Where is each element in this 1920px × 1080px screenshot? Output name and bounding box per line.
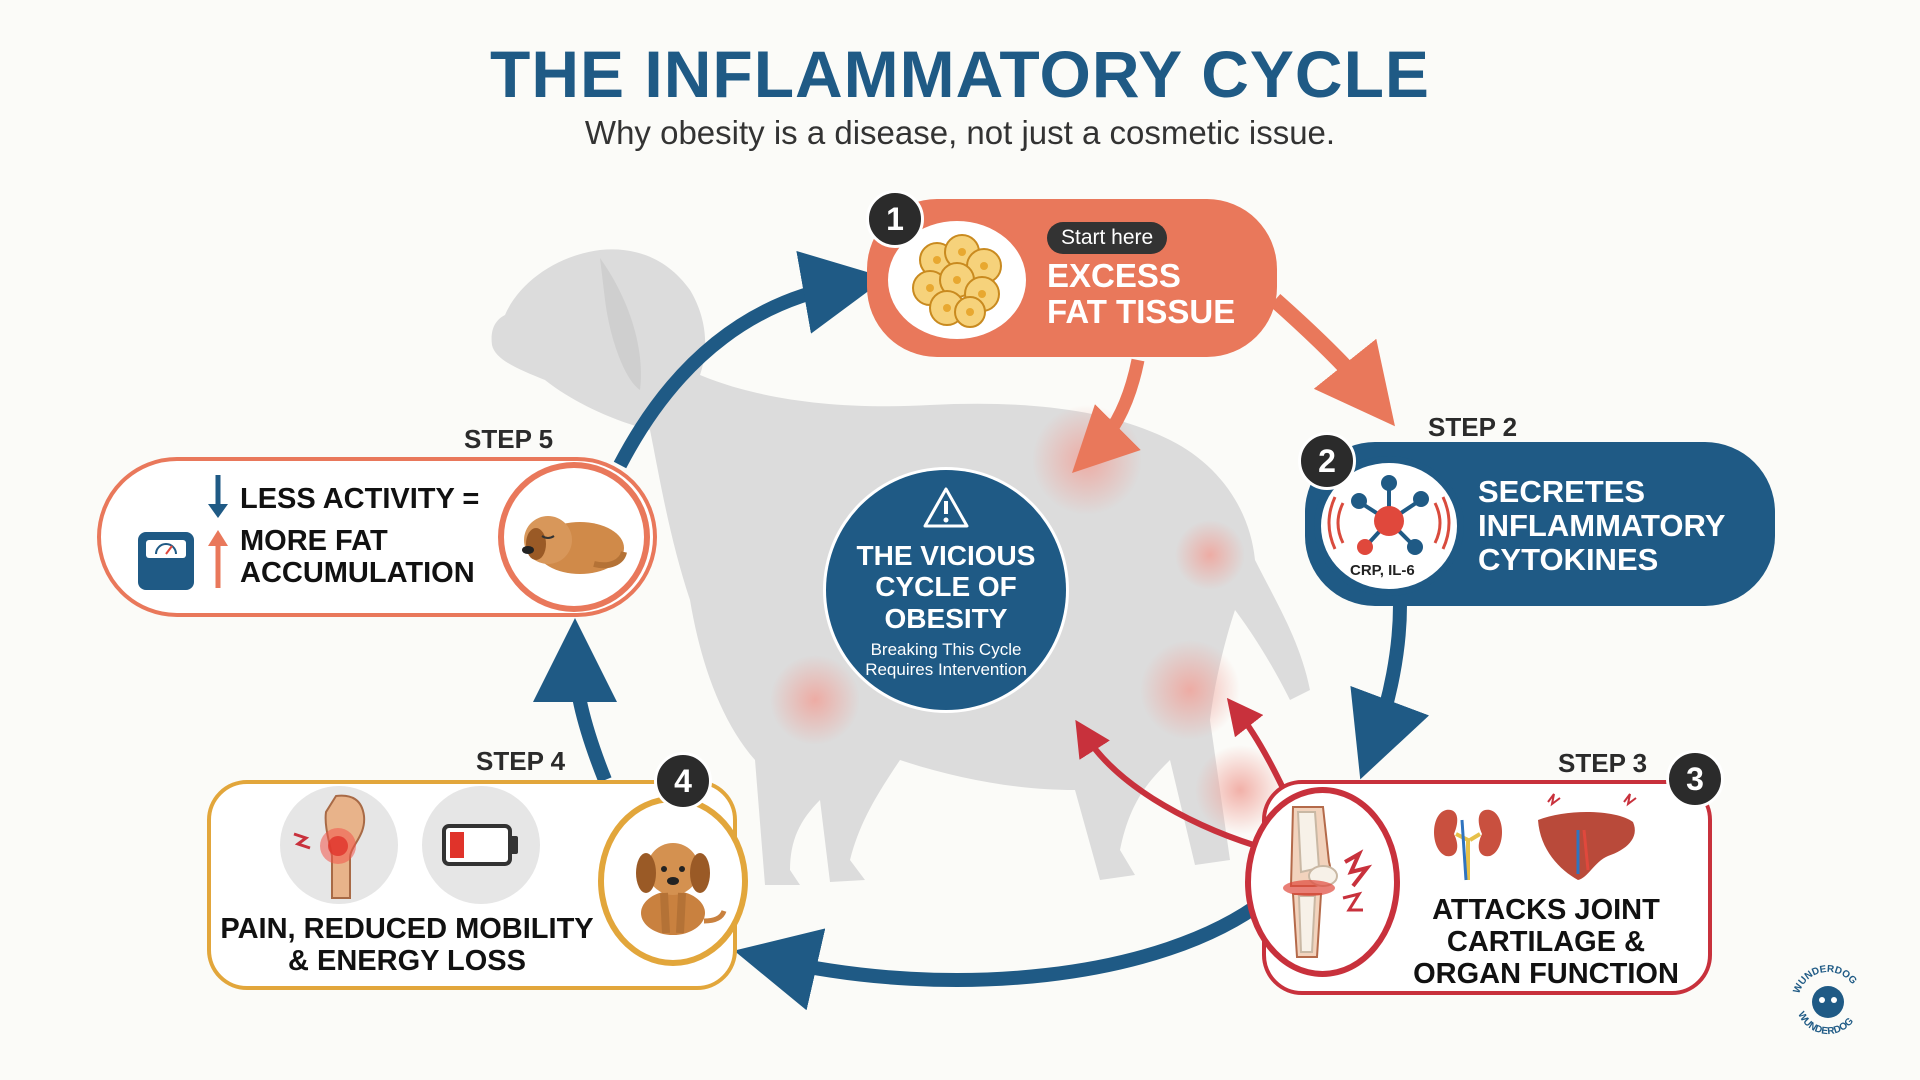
step3-text: ATTACKS JOINT CARTILAGE & ORGAN FUNCTION [1396,894,1696,991]
center-subtitle: Breaking This Cycle Requires Interventio… [846,640,1046,679]
center-title-line: THE VICIOUS [856,540,1036,571]
page-title: THE INFLAMMATORY CYCLE [490,37,1430,111]
step4-number: 4 [654,752,712,810]
arrow-step4-to-step5 [533,618,618,783]
step5-line: ACCUMULATION [240,556,475,589]
arrow-step1-to-body [1072,358,1145,473]
step3-line: ATTACKS JOINT [1432,894,1660,926]
step4-label: STEP 4 [476,746,566,776]
step2-line: SECRETES [1478,474,1646,509]
sad-puppy-icon [598,796,748,966]
step2-line: INFLAMMATORY [1478,508,1726,544]
center-title-line: OBESITY [884,602,1008,634]
kidneys-icon [1434,809,1502,881]
step5-line: MORE FAT [240,524,388,557]
arrow-step1-to-step2 [1269,294,1395,427]
step3-line: CARTILAGE & [1446,925,1646,958]
step1-line: FAT TISSUE [1047,293,1236,331]
wunderdog-logo: WUNDERDOG WUNDERDOG [1786,960,1870,1044]
step4-line: PAIN, REDUCED MOBILITY [220,913,594,945]
organs-icon [1434,793,1637,881]
up-arrow-icon [208,530,228,588]
down-arrow-icon [208,475,228,518]
center-subtitle-line: Requires Intervention [865,659,1027,679]
step2-number: 2 [1298,432,1356,490]
step1-text: EXCESS FAT TISSUE [1047,257,1236,331]
scale-icon [138,532,194,590]
step4-line: & ENERGY LOSS [288,944,526,977]
center-title: THE VICIOUS CYCLE OF OBESITY [826,540,1066,634]
step1-line: EXCESS [1047,257,1181,294]
vicious-cycle-center: THE VICIOUS CYCLE OF OBESITY Breaking Th… [826,470,1066,710]
start-here-tag: Start here [1047,222,1168,254]
red-arrow-1 [1075,719,1271,853]
step2-label: STEP 2 [1428,412,1518,442]
step2-text: SECRETES INFLAMMATORY CYTOKINES [1478,474,1726,578]
step3-label: STEP 3 [1558,748,1648,778]
step2-line: CYTOKINES [1478,542,1659,578]
knee-joint-icon [1245,787,1400,977]
low-battery-icon [422,786,540,904]
center-title-line: CYCLE OF [875,571,1017,603]
arrow-step5-to-step1 [613,250,887,469]
step5-text: LESS ACTIVITY = MORE FAT ACCUMULATION [240,483,480,590]
step5-label: STEP 5 [464,424,554,454]
arrow-step2-to-step3 [1350,604,1430,780]
painful-knee-icon [280,786,398,904]
step1-number: 1 [866,190,924,248]
activity-icons [138,475,228,590]
sleeping-dog-icon [498,462,650,612]
step3-number: 3 [1666,750,1724,808]
molecule-label: CRP, IL-6 [1350,562,1415,579]
center-subtitle-line: Breaking This Cycle [870,640,1022,659]
arrow-step3-to-step4 [734,894,1270,1011]
page-subtitle: Why obesity is a disease, not just a cos… [584,114,1336,151]
warning-triangle-icon [923,487,969,528]
liver-icon [1538,793,1637,880]
step4-text: PAIN, REDUCED MOBILITY & ENERGY LOSS [207,913,607,978]
step5-line: LESS ACTIVITY = [240,483,480,515]
step3-line: ORGAN FUNCTION [1413,957,1679,990]
